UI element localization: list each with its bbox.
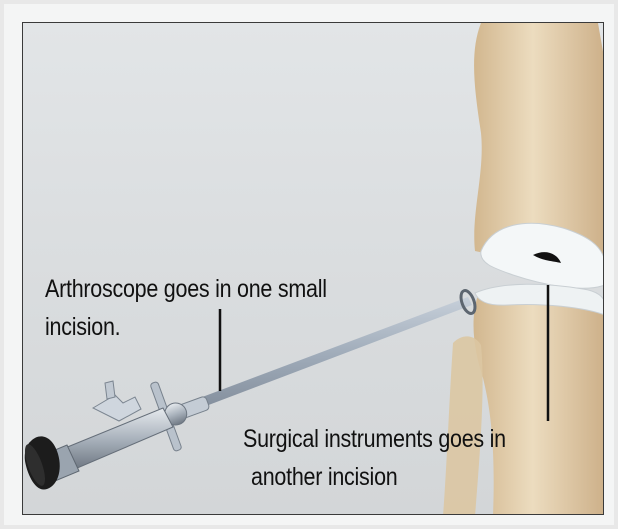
arthroscope-hub: [142, 368, 219, 455]
arthroscope-label-line2: incision.: [45, 309, 120, 345]
tibia-bone: [474, 288, 604, 515]
instruments-label-line2: another incision: [251, 459, 397, 495]
instruments-label-line1: Surgical instruments goes in: [243, 421, 506, 457]
diagram-panel: Arthroscope goes in one small incision. …: [22, 22, 604, 515]
arthroscope-shaft: [173, 297, 472, 417]
arthroscope-label-line1: Arthroscope goes in one small: [45, 271, 327, 307]
arthroscope-valve: [93, 395, 141, 421]
